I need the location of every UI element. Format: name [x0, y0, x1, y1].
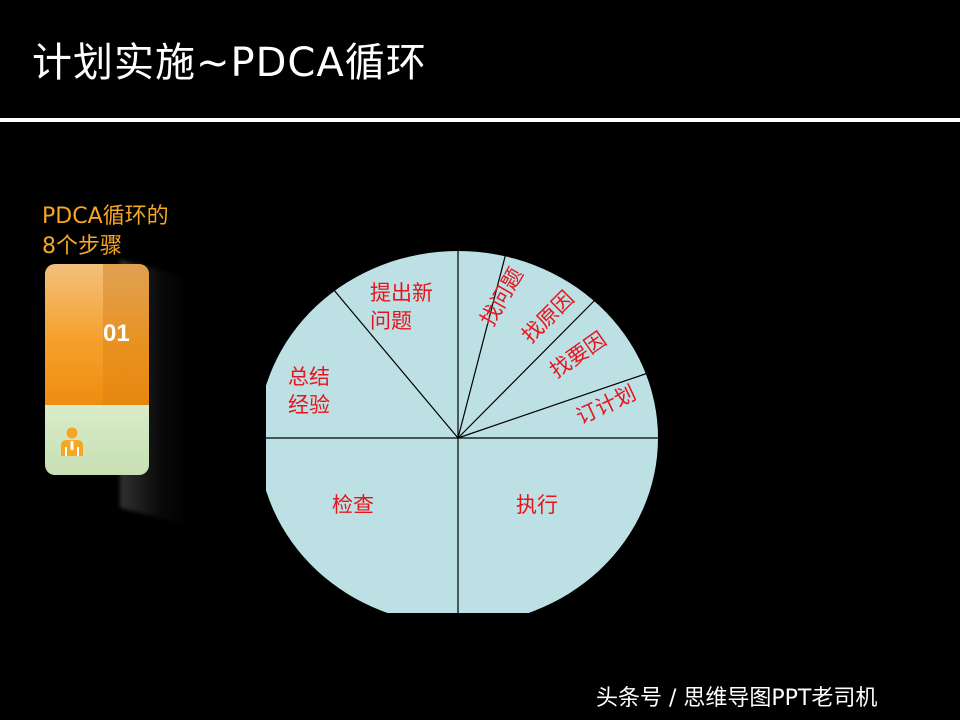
segment-divider — [457, 252, 507, 439]
segment-divider — [457, 296, 599, 439]
segment-label: 检查 — [332, 491, 374, 519]
segment-label-line: 执行 — [516, 493, 558, 517]
step-number: 01 — [103, 320, 130, 347]
person-icon — [61, 427, 83, 456]
slide-title: 计划实施~PDCA循环 — [32, 40, 427, 86]
watermark: 头条号 / 思维导图PPT老司机 — [596, 686, 878, 711]
step-card-top — [45, 264, 149, 405]
segment-label: 执行 — [516, 491, 558, 519]
steps-caption-line-2: 8个步骤 — [42, 234, 122, 259]
cycle-disc — [258, 251, 658, 625]
step-card: 01 — [45, 264, 149, 475]
segment-label: 总结经验 — [288, 363, 330, 419]
segment-label: 提出新问题 — [370, 279, 433, 335]
steps-caption-line-1: PDCA循环的 — [42, 204, 169, 229]
steps-caption: PDCA循环的 8个步骤 — [42, 202, 169, 262]
pdca-pie — [258, 251, 658, 625]
pdca-cycle-diagram: 提出新问题找问题找原因找要因订计划执行检查总结经验 — [258, 233, 670, 625]
segment-label-line: 经验 — [288, 393, 330, 417]
segment-divider — [457, 372, 649, 439]
segment-label-line: 问题 — [370, 309, 412, 333]
segment-divider — [327, 282, 459, 439]
segment-label-line: 提出新 — [370, 281, 433, 305]
segment-label-line: 总结 — [288, 365, 330, 389]
step-card-bottom — [45, 405, 149, 475]
title-divider — [0, 118, 960, 122]
segment-label-line: 检查 — [332, 493, 374, 517]
